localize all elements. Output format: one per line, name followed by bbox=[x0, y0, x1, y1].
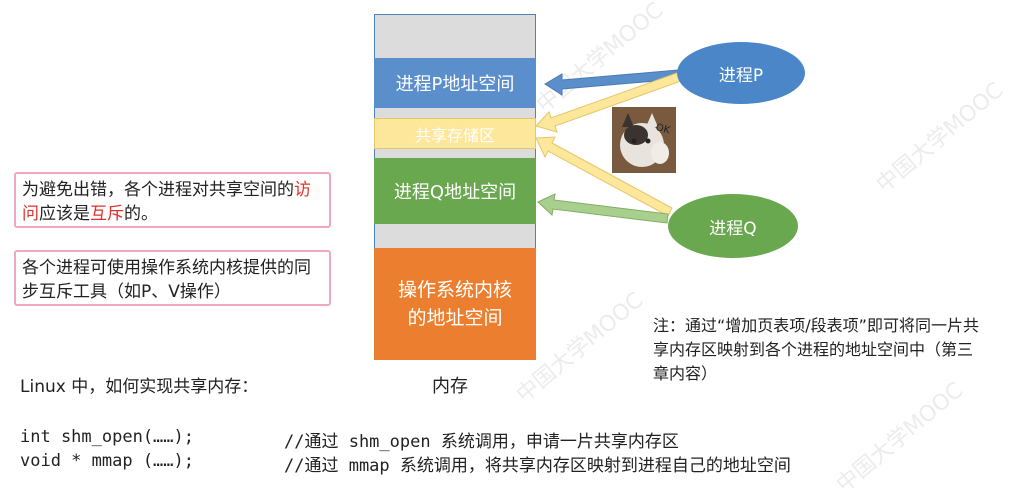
os-kernel-label-line1: 操作系统内核 bbox=[397, 279, 512, 301]
process-p-address-space-label: 进程P地址空间 bbox=[395, 74, 515, 95]
note1-text-part1: 为避免出错，各个进程对共享空间的 bbox=[22, 180, 294, 200]
process-q-address-space: 进程Q地址空间 bbox=[374, 158, 536, 224]
note2-text: 各个进程可使用操作系统内核提供的同步互斥工具（如P、V操作） bbox=[22, 258, 311, 302]
process-p-label: 进程P bbox=[718, 65, 764, 86]
note1-highlight-mutex: 互斥 bbox=[90, 204, 124, 224]
shared-memory-region-label: 共享存储区 bbox=[414, 125, 495, 145]
memory-label: 内存 bbox=[432, 376, 468, 397]
svg-text:OK: OK bbox=[654, 122, 671, 136]
note1-text-part2: 应该是 bbox=[39, 204, 90, 224]
sync-tools-note: 各个进程可使用操作系统内核提供的同步互斥工具（如P、V操作） bbox=[14, 250, 331, 306]
cat-ok-icon: OK bbox=[612, 107, 676, 173]
process-q-address-space-label: 进程Q地址空间 bbox=[393, 182, 517, 203]
code-line-shm-open: int shm_open(……); bbox=[20, 427, 194, 447]
arrow-q-to-q-space bbox=[537, 193, 669, 224]
process-q-label: 进程Q bbox=[709, 218, 757, 239]
note1-text-part3: 的。 bbox=[124, 204, 158, 224]
process-p-node: 进程P bbox=[677, 42, 805, 104]
note1-highlight-access: 访问 bbox=[22, 180, 311, 224]
linux-question-text: Linux 中，如何实现共享内存： bbox=[20, 377, 259, 397]
process-q-node: 进程Q bbox=[668, 194, 798, 258]
code-comment-shm-open: //通过 shm_open 系统调用，申请一片共享内存区 bbox=[284, 432, 679, 452]
arrows bbox=[535, 67, 696, 224]
mutex-access-note: 为避免出错，各个进程对共享空间的访问应该是互斥的。 bbox=[14, 172, 331, 228]
linux-question: Linux 中，如何实现共享内存： bbox=[20, 372, 258, 397]
cat-ok-image: OK bbox=[612, 107, 676, 173]
arrow-q-to-shared bbox=[535, 136, 673, 217]
code-line-mmap: void * mmap (……); bbox=[20, 451, 194, 471]
code-comment-mmap: //通过 mmap 系统调用，将共享内存区映射到进程自己的地址空间 bbox=[284, 456, 791, 476]
process-p-address-space: 进程P地址空间 bbox=[374, 58, 536, 108]
os-kernel-address-space: 操作系统内核 的地址空间 bbox=[374, 248, 536, 360]
os-kernel-label-line2: 的地址空间 bbox=[407, 307, 503, 329]
page-table-note: 注：通过“增加页表项/段表项”即可将同一片共享内存区映射到各个进程的地址空间中（… bbox=[653, 316, 979, 383]
shared-memory-region: 共享存储区 bbox=[374, 118, 536, 149]
